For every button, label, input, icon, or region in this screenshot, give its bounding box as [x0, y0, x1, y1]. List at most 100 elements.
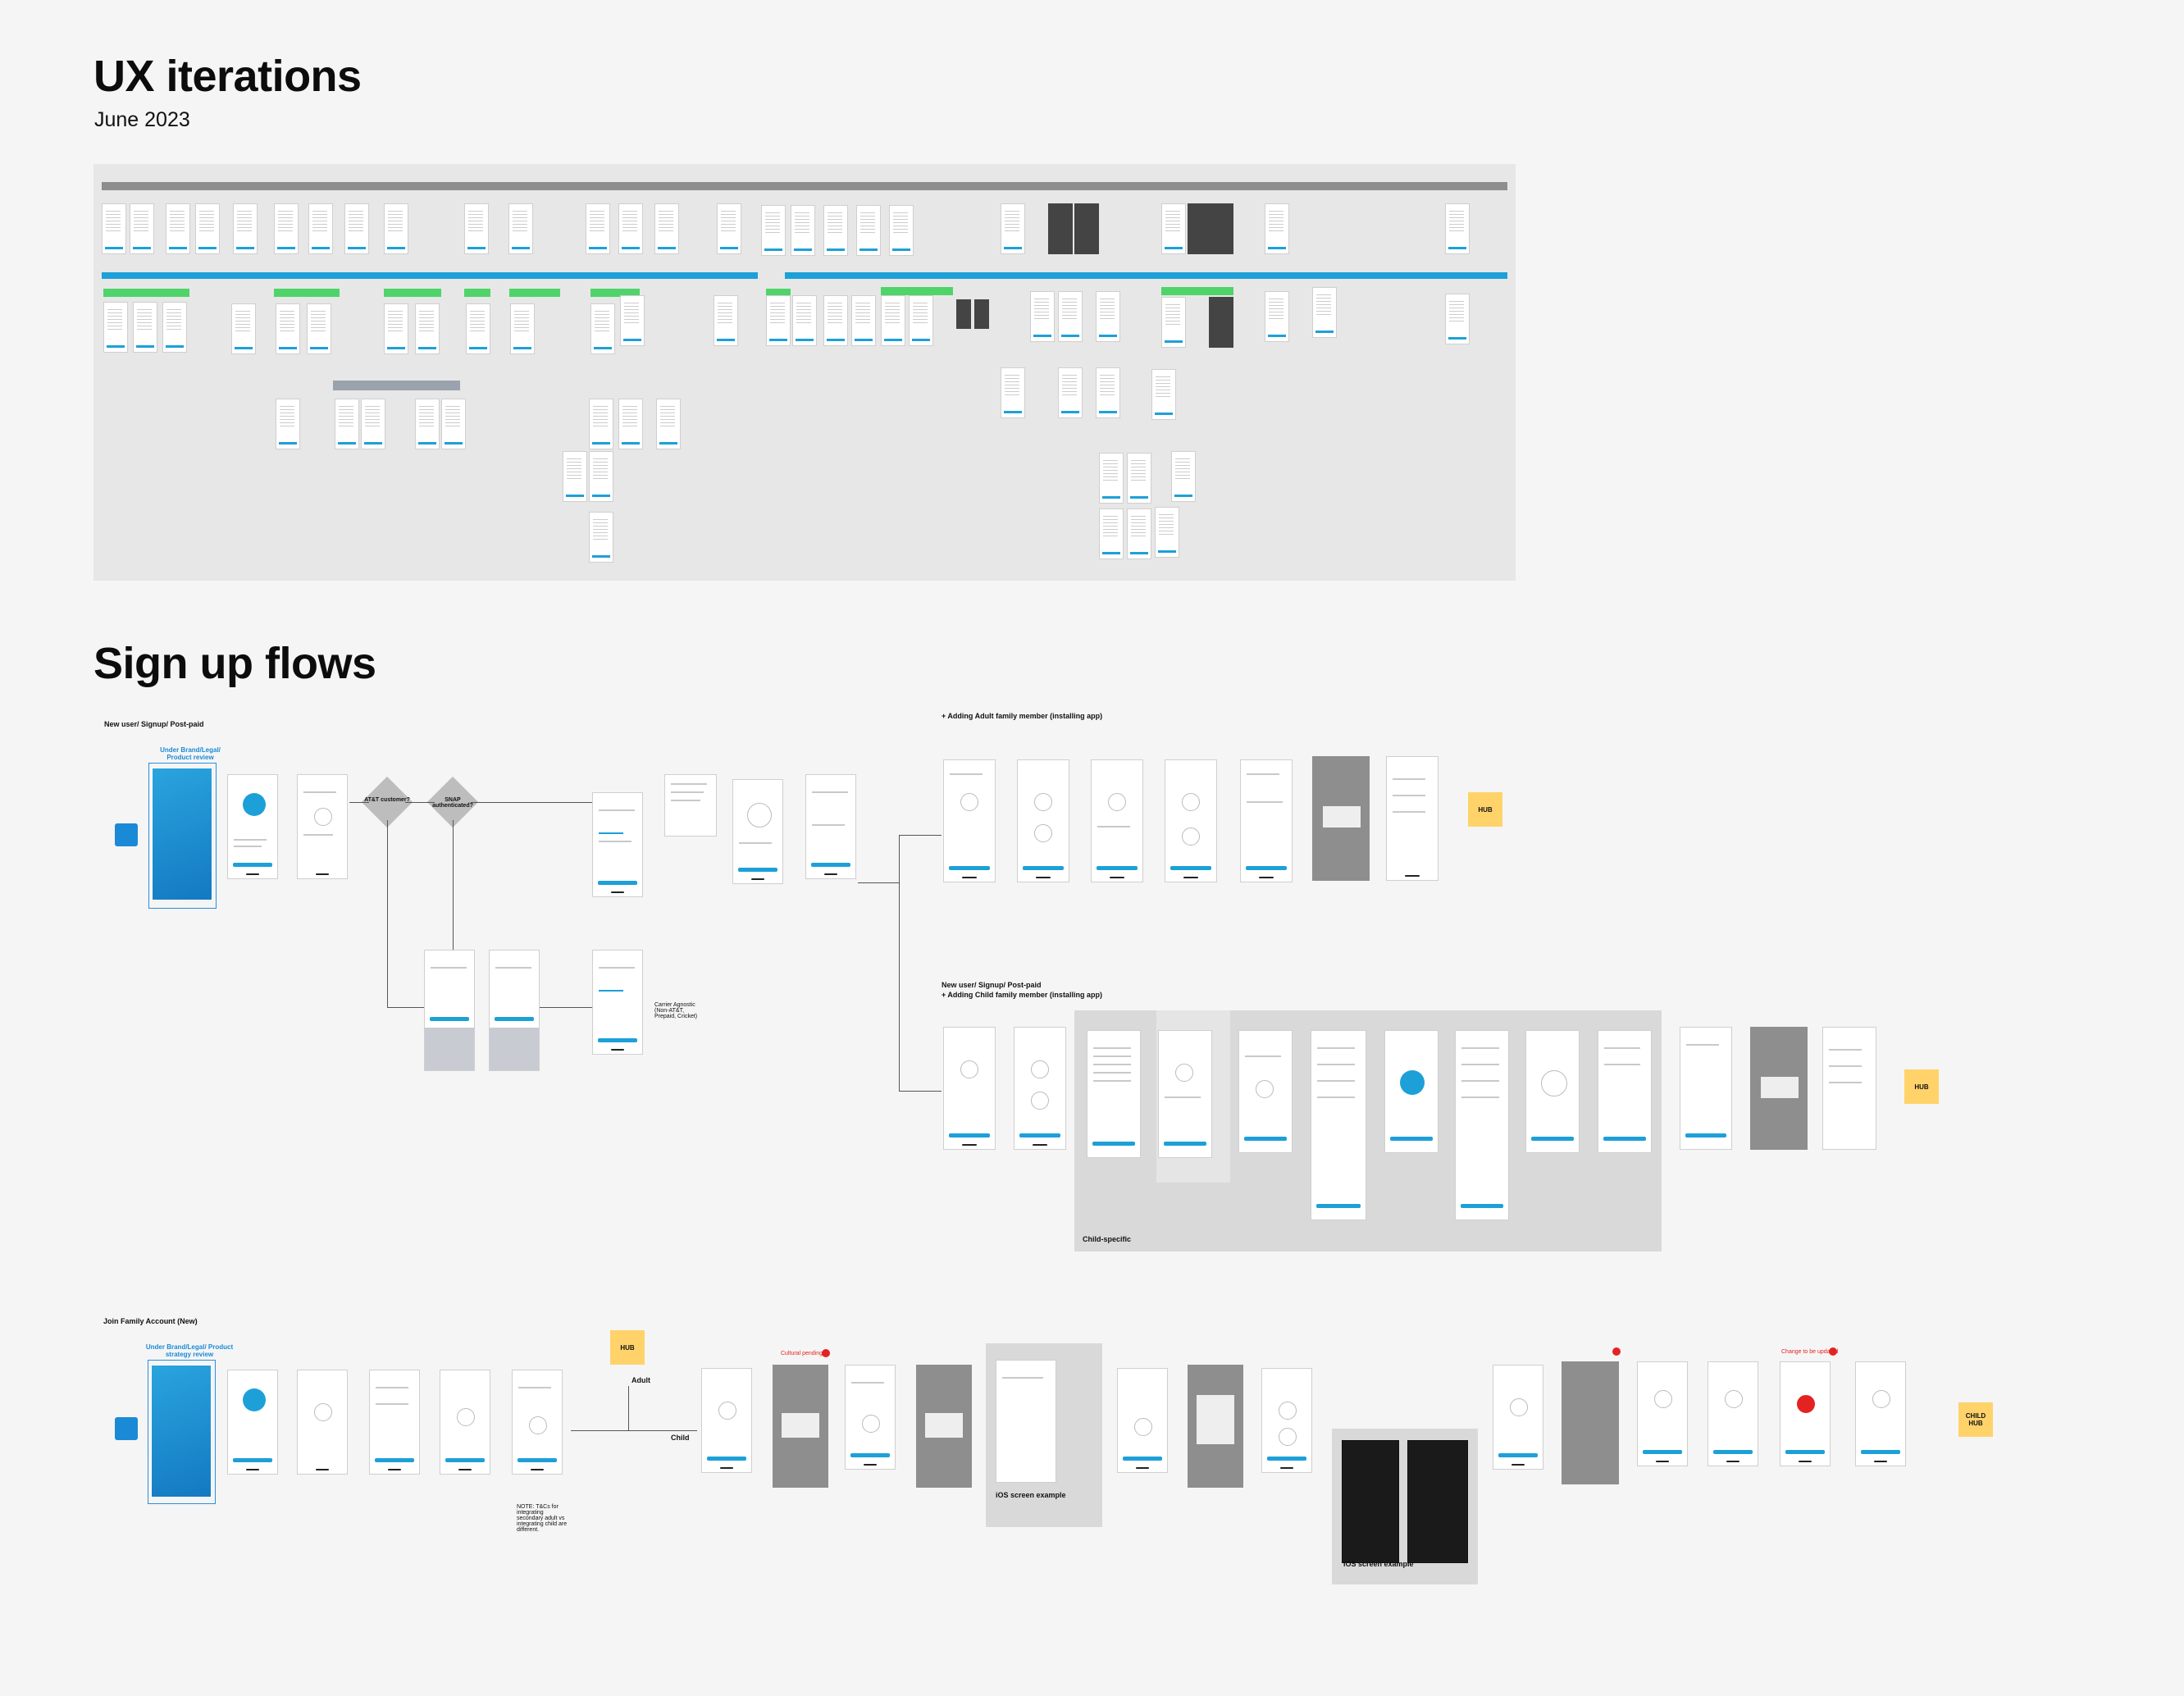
canvas-green-bar-2: [274, 289, 340, 297]
secure-shield-screen: [732, 779, 783, 884]
adult-step-4: [1165, 759, 1217, 882]
ux-iterations-canvas: [93, 164, 1516, 581]
child-specific-label: Child-specific: [1083, 1235, 1132, 1243]
plan-offer-screen: [592, 792, 643, 897]
iteration-thumb: [276, 399, 300, 449]
decision-att-customer-label: AT&T customer?: [364, 797, 410, 803]
iteration-thumb: [1001, 367, 1025, 418]
iteration-thumb: [618, 399, 643, 449]
child-step-7: [1384, 1030, 1439, 1153]
iteration-thumb: [618, 203, 643, 254]
splash-frame-1: [148, 763, 217, 909]
canvas-green-bar-6: [590, 289, 640, 297]
connector: [349, 802, 369, 803]
iteration-thumb: [851, 295, 876, 346]
join-child-step-9: [1562, 1361, 1619, 1484]
iteration-thumb: [1099, 508, 1124, 559]
join-step-1: [227, 1370, 278, 1475]
iteration-thumb: [792, 295, 817, 346]
iteration-thumb: [166, 203, 190, 254]
iteration-thumb: [1161, 297, 1186, 348]
join-step-3: [369, 1370, 420, 1475]
flow-label-join-family: Join Family Account (New): [103, 1317, 198, 1325]
canvas-blue-bar-left: [102, 272, 758, 279]
under-review-note-1: Under Brand/Legal/ Product review: [160, 746, 221, 761]
iteration-thumb-dark: [1048, 203, 1073, 254]
iteration-thumb: [589, 451, 613, 502]
iteration-thumb: [103, 302, 128, 353]
iteration-thumb: [586, 203, 610, 254]
iteration-thumb: [231, 303, 256, 354]
red-indicator-3: [1829, 1347, 1837, 1356]
canvas-green-bar-8: [881, 287, 953, 295]
connector: [899, 1091, 942, 1092]
join-child-step-6: [1188, 1365, 1243, 1488]
iteration-thumb: [1155, 507, 1179, 558]
connector: [387, 1007, 424, 1008]
iteration-thumb: [466, 303, 490, 354]
iteration-thumb: [654, 203, 679, 254]
join-child-step-3: [845, 1365, 896, 1470]
ux-iterations-date: June 2023: [94, 108, 190, 131]
splash-screen-2: [151, 1365, 212, 1498]
red-indicator-1: [822, 1349, 830, 1357]
adult-step-2: [1017, 759, 1069, 882]
sms-notice: [664, 774, 717, 837]
tcs-note: NOTE: T&Cs for integrating secondary adu…: [517, 1504, 568, 1533]
adult-step-1: [943, 759, 996, 882]
join-child-step-5: [1117, 1368, 1168, 1473]
iteration-thumb: [1096, 291, 1120, 342]
iteration-thumb: [335, 399, 359, 449]
child-step-12: [1750, 1027, 1808, 1150]
child-step-11: [1680, 1027, 1732, 1150]
adult-step-3: [1091, 759, 1143, 882]
iteration-thumb: [714, 295, 738, 346]
iteration-thumb-dark: [1074, 203, 1099, 254]
canvas-top-grey-bar: [102, 182, 1507, 190]
iteration-thumb: [717, 203, 741, 254]
connector: [858, 882, 899, 883]
create-profile-screen: [805, 774, 856, 879]
canvas-green-bar-3: [384, 289, 441, 297]
join-step-2: [297, 1370, 348, 1475]
connector: [628, 1386, 629, 1430]
child-step-2: [1014, 1027, 1066, 1150]
hub-sticky-2: HUB: [1904, 1069, 1939, 1104]
child-hub-sticky: CHILD HUB: [1958, 1402, 1993, 1437]
iteration-thumb: [415, 399, 440, 449]
welcome-screen: [227, 774, 278, 879]
join-child-step-13: [1855, 1361, 1906, 1466]
iteration-thumb: [361, 399, 385, 449]
iteration-thumb: [1001, 203, 1025, 254]
iteration-thumb: [1030, 291, 1055, 342]
plan-offer-screen-alt: [592, 950, 643, 1055]
iteration-thumb: [464, 203, 489, 254]
splash-screen-1: [152, 768, 212, 900]
iteration-thumb: [1096, 367, 1120, 418]
connector: [899, 835, 942, 836]
iteration-thumb: [384, 303, 408, 354]
flow-label-child-2: + Adding Child family member (installing…: [942, 991, 1102, 999]
carrier-agnostic-note: Carrier Agnostic (Non-AT&T, Prepaid, Cri…: [654, 1002, 698, 1019]
iteration-thumb: [233, 203, 258, 254]
iteration-thumb: [307, 303, 331, 354]
iteration-thumb: [1058, 291, 1083, 342]
iteration-thumb: [130, 203, 154, 254]
phone-number-entry-screen: [424, 950, 475, 1071]
under-review-note-2: Under Brand/Legal/ Product strategy revi…: [145, 1343, 234, 1358]
iteration-thumb: [1265, 291, 1289, 342]
iteration-thumb: [1445, 294, 1470, 344]
iteration-thumb: [1445, 203, 1470, 254]
iteration-thumb: [761, 205, 786, 256]
iteration-thumb: [274, 203, 299, 254]
iteration-thumb: [791, 205, 815, 256]
iteration-thumb: [620, 295, 645, 346]
connector: [540, 1007, 592, 1008]
join-step-5: [512, 1370, 563, 1475]
iteration-thumb: [563, 451, 587, 502]
iteration-thumb: [133, 302, 157, 353]
account-check-screen: [297, 774, 348, 879]
iteration-thumb: [656, 399, 681, 449]
branch-child-label: Child: [671, 1434, 690, 1442]
iteration-thumb: [1099, 453, 1124, 504]
